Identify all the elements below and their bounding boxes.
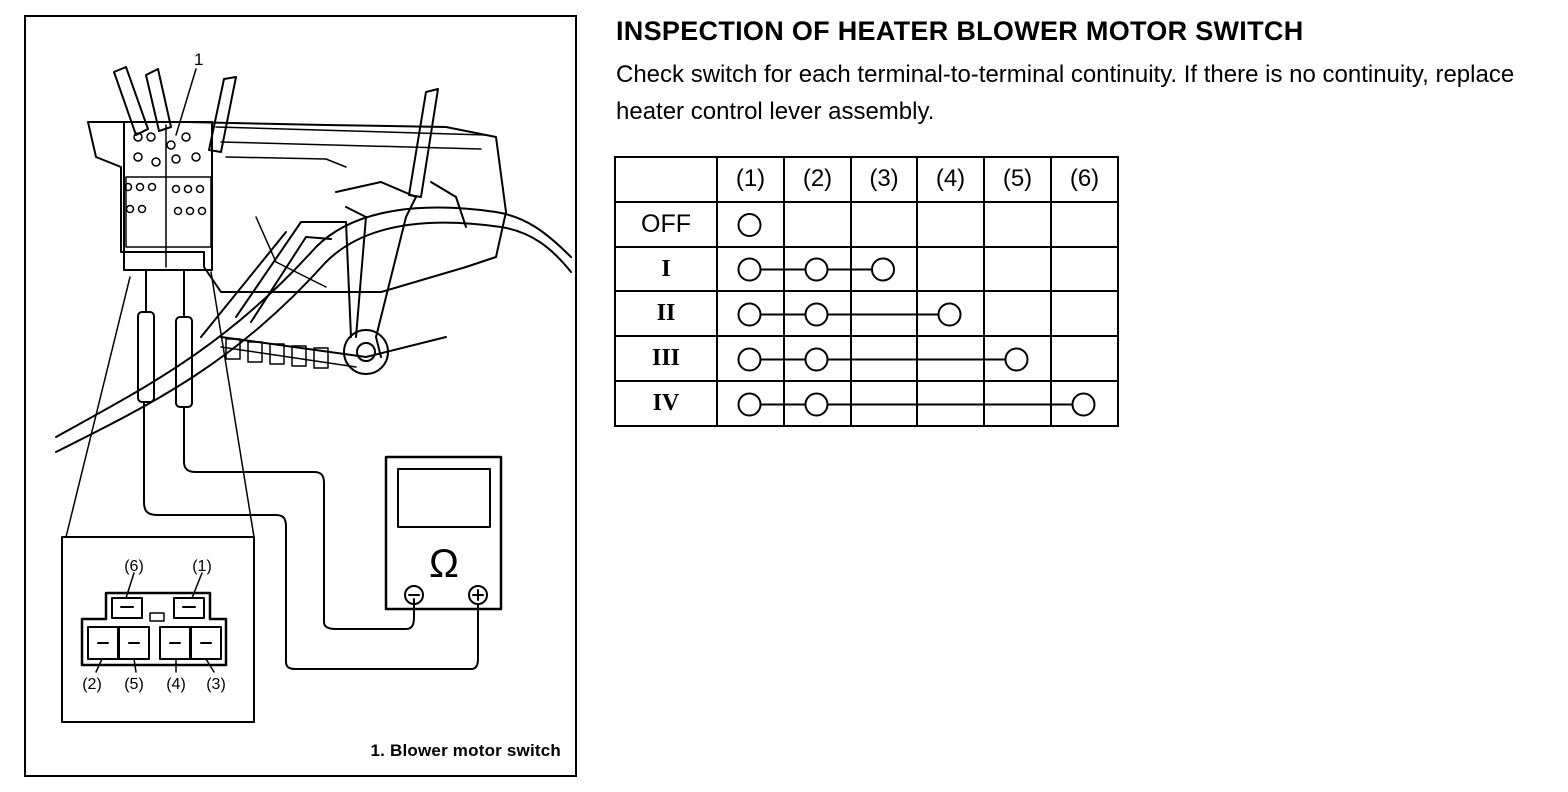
meter-probes	[65, 269, 255, 538]
terminal-header: (5)	[983, 156, 1052, 203]
connector-label-1: (1)	[192, 558, 212, 575]
table-header-row: (1)(2)(3)(4)(5)(6)	[614, 156, 1119, 203]
continuity-cell	[850, 200, 918, 248]
continuity-cell	[983, 245, 1052, 293]
table-corner-cell	[614, 156, 718, 203]
connector-label-6: (6)	[124, 558, 144, 575]
terminal-header: (1)	[716, 156, 785, 203]
switch-position-label: IV	[614, 380, 718, 427]
lever-housing	[87, 121, 507, 369]
continuity-cell	[916, 380, 985, 427]
meter-leads	[143, 401, 479, 670]
continuity-cell	[850, 290, 918, 338]
lever-arm	[200, 181, 417, 375]
continuity-cell	[1050, 200, 1119, 248]
continuity-cell	[716, 200, 785, 248]
continuity-cell	[1050, 335, 1119, 383]
terminal-header: (2)	[783, 156, 852, 203]
figure-caption: 1. Blower motor switch	[370, 741, 561, 760]
continuity-cell	[1050, 245, 1119, 293]
continuity-cell	[983, 380, 1052, 427]
connector-label-5: (5)	[124, 676, 144, 693]
page-title: INSPECTION OF HEATER BLOWER MOTOR SWITCH	[616, 16, 1304, 46]
continuity-cell	[916, 290, 985, 338]
continuity-cell	[716, 380, 785, 427]
continuity-cell	[716, 290, 785, 338]
continuity-cell	[983, 335, 1052, 383]
continuity-cell	[916, 200, 985, 248]
switch-position-label: OFF	[614, 200, 718, 248]
continuity-cell	[783, 290, 852, 338]
blower-switch-body	[123, 121, 213, 271]
callout-number: 1	[194, 50, 203, 69]
switch-position-label: II	[614, 290, 718, 338]
instruction-text: Check switch for each terminal-to-termin…	[616, 61, 1515, 125]
table-row: OFF	[614, 200, 1119, 248]
switch-diagram: 1 Ω (6) (1) (2) (5) (4) (3) 1. Blower mo…	[24, 15, 577, 777]
continuity-cell	[983, 200, 1052, 248]
connector-inset	[61, 536, 255, 723]
continuity-cell	[850, 380, 918, 427]
continuity-cell	[783, 335, 852, 383]
continuity-cell	[850, 335, 918, 383]
table-row: IV	[614, 380, 1119, 427]
switch-position-label: III	[614, 335, 718, 383]
harness-cable	[55, 206, 572, 453]
ohm-symbol: Ω	[429, 542, 459, 586]
switch-illustration: 1 Ω (6) (1) (2) (5) (4) (3)	[55, 50, 572, 723]
continuity-cell	[783, 245, 852, 293]
continuity-cell	[716, 335, 785, 383]
continuity-cell	[916, 245, 985, 293]
continuity-cell	[1050, 380, 1119, 427]
table-row: II	[614, 290, 1119, 338]
continuity-cell	[1050, 290, 1119, 338]
terminal-header: (3)	[850, 156, 918, 203]
connector-label-2: (2)	[82, 676, 102, 693]
continuity-cell	[783, 200, 852, 248]
lever-knobs	[113, 66, 467, 228]
continuity-cell	[850, 245, 918, 293]
terminal-header: (6)	[1050, 156, 1119, 203]
callout-leader	[175, 68, 197, 136]
table-row: III	[614, 335, 1119, 383]
switch-position-label: I	[614, 245, 718, 293]
continuity-cell	[783, 380, 852, 427]
continuity-cell	[916, 335, 985, 383]
connector-label-4: (4)	[166, 676, 186, 693]
ohmmeter	[384, 455, 503, 611]
connector-label-3: (3)	[206, 676, 226, 693]
terminal-header: (4)	[916, 156, 985, 203]
continuity-cell	[983, 290, 1052, 338]
continuity-cell	[716, 245, 785, 293]
table-row: I	[614, 245, 1119, 293]
